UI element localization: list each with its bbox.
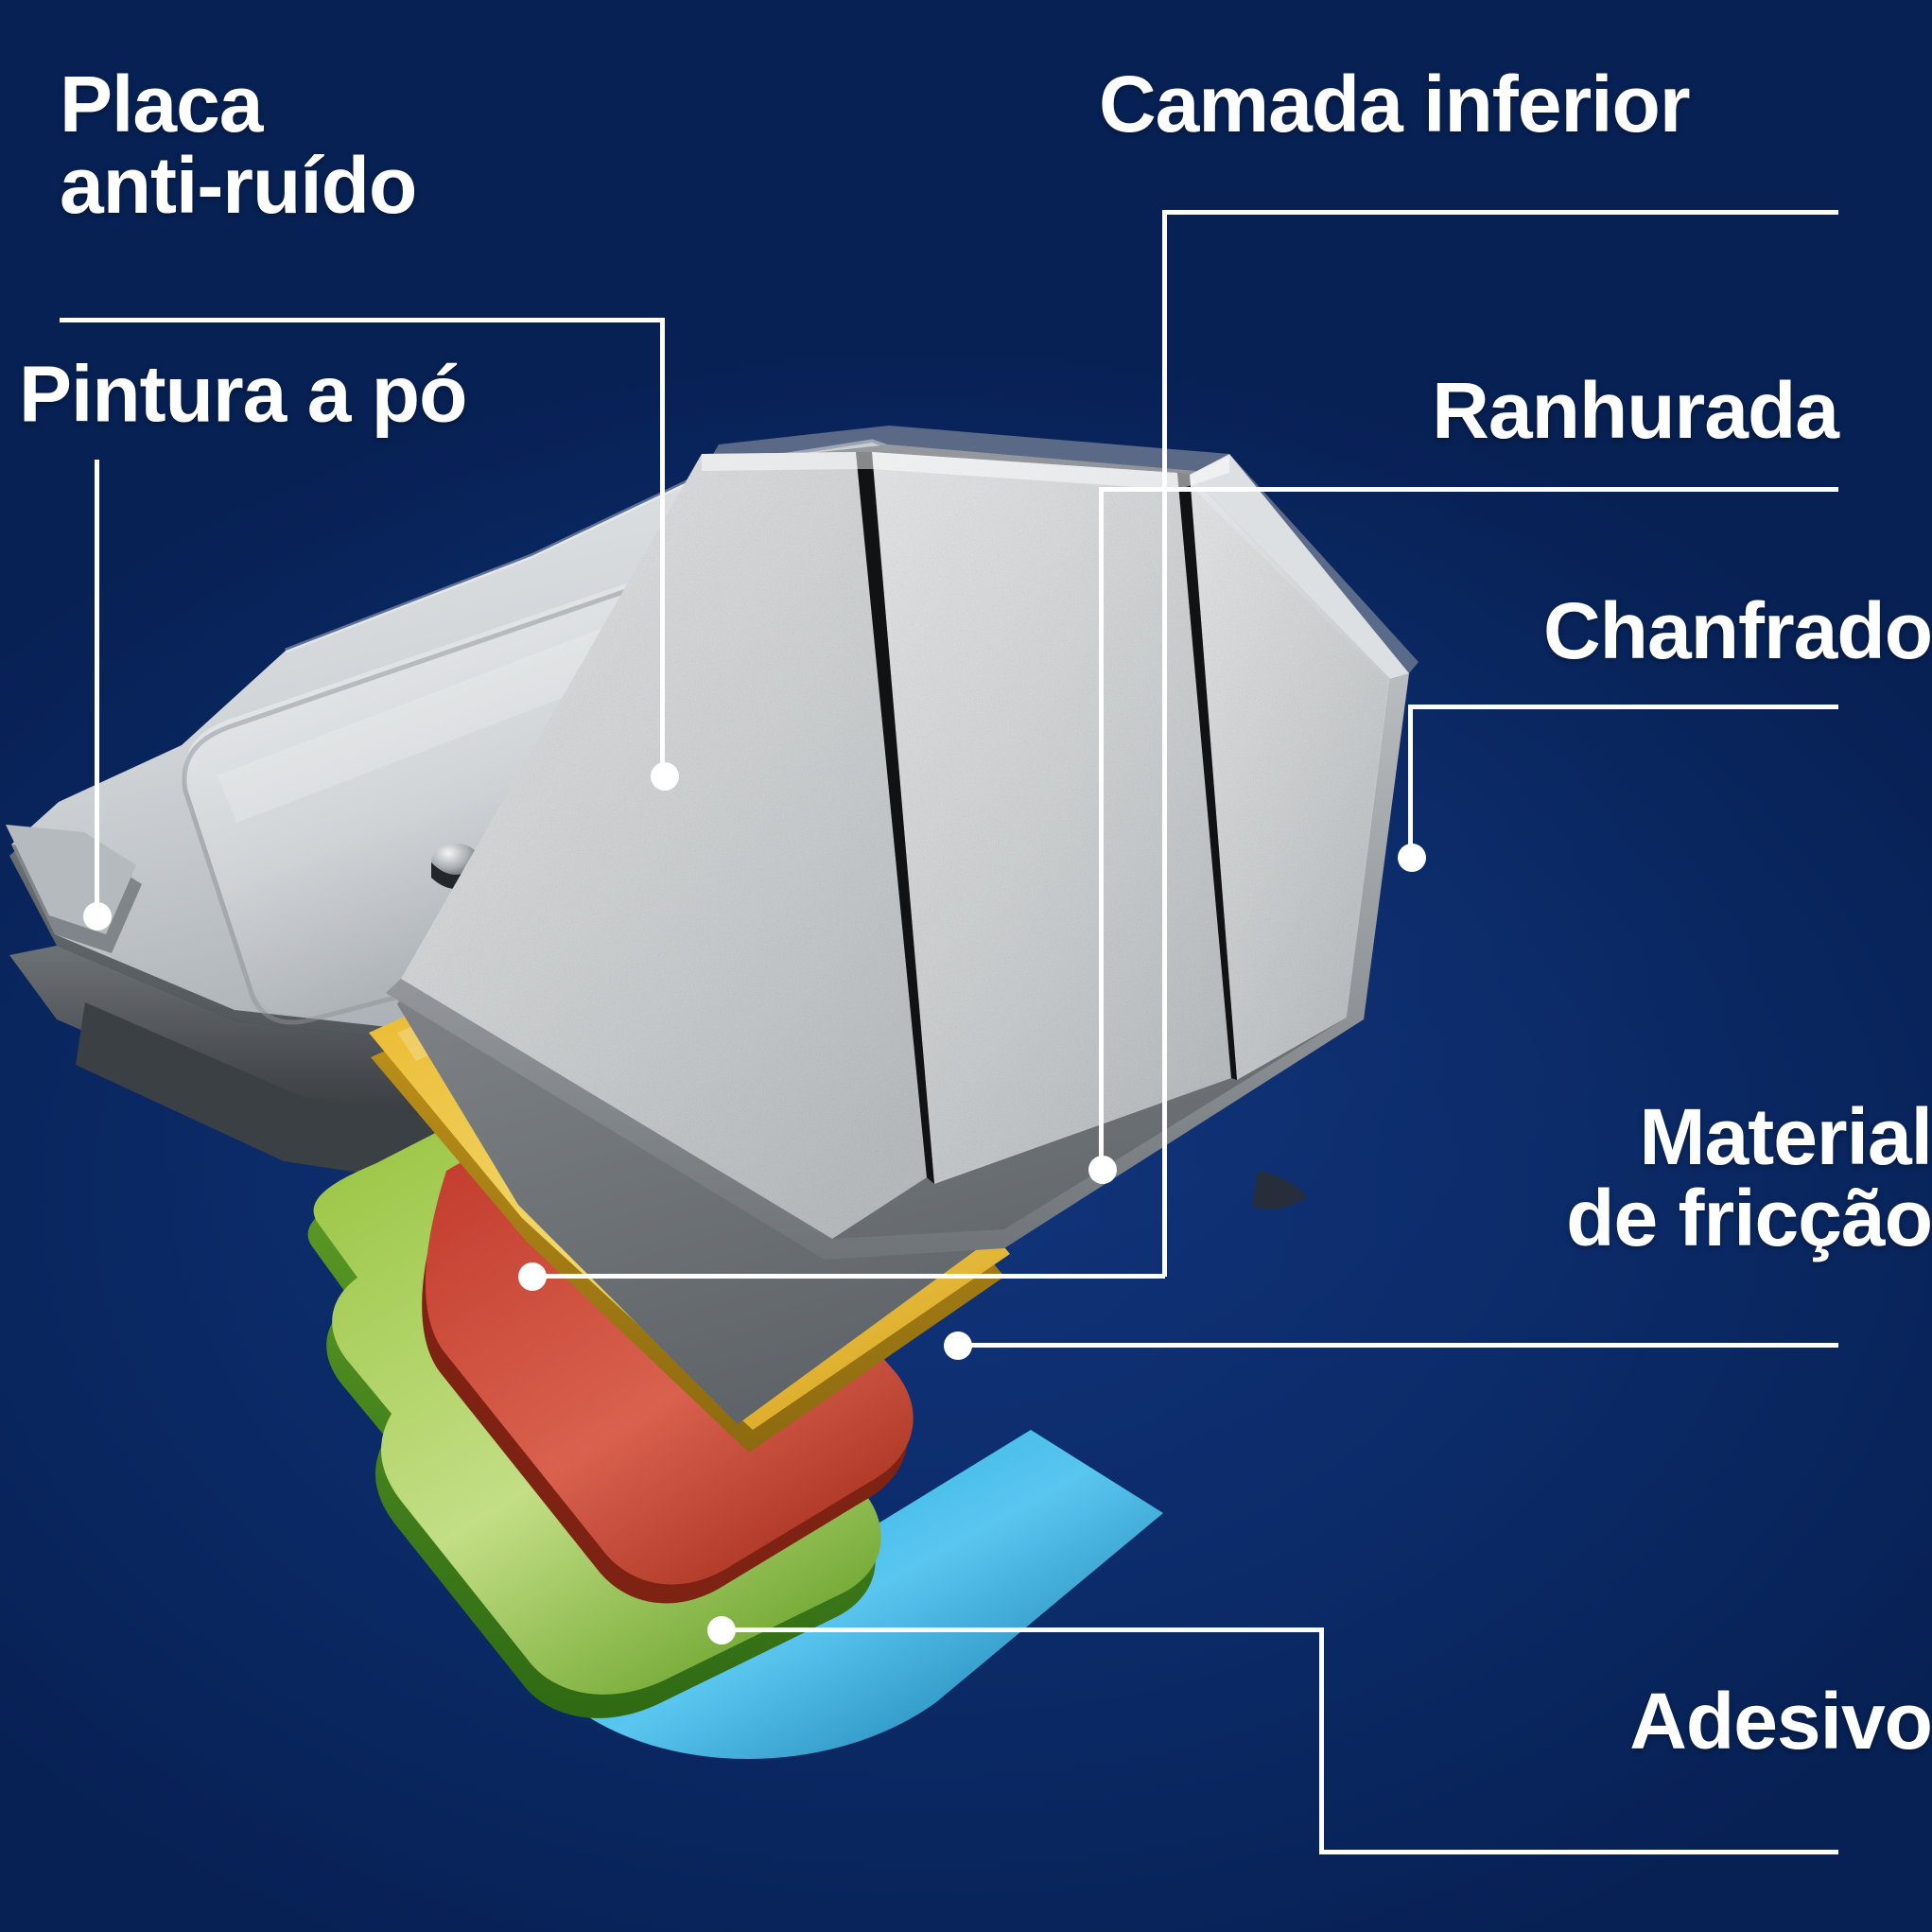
- callout-label-chanfrado: Chanfrado: [1543, 586, 1932, 675]
- leader-camada-inferior-h: [1165, 210, 1838, 215]
- groove-slot: [856, 452, 934, 1184]
- leader-placa-anti-ruido-h: [60, 318, 665, 322]
- leader-ranhurada-v: [1099, 487, 1104, 1168]
- leader-material-de-friccao-h: [955, 1343, 1838, 1348]
- leader-adesivo-v: [1319, 1627, 1324, 1853]
- callout-label-material-de-friccao: Material de fricção: [1566, 1092, 1932, 1262]
- leader-adesivo-underline: [1319, 1850, 1838, 1854]
- callout-label-placa-anti-ruido: Placa anti-ruído: [60, 60, 417, 230]
- leader-camada-inferior-h2: [530, 1274, 1165, 1279]
- endpoint-camada-inferior: [518, 1262, 547, 1291]
- leader-camada-inferior-v: [1162, 210, 1167, 1277]
- callout-label-ranhurada: Ranhurada: [1432, 366, 1839, 455]
- groove-slot: [1177, 473, 1237, 1080]
- leader-ranhurada-h: [1102, 487, 1838, 492]
- endpoint-adesivo: [707, 1616, 736, 1645]
- endpoint-ranhurada: [1088, 1156, 1117, 1184]
- leader-chanfrado-v: [1408, 705, 1413, 856]
- callout-label-pintura-a-po: Pintura a pó: [19, 349, 467, 439]
- endpoint-material-de-friccao: [944, 1332, 972, 1360]
- leader-placa-anti-ruido-v: [660, 318, 665, 781]
- endpoint-pintura-a-po: [83, 902, 112, 931]
- chamfer-top: [1190, 454, 1409, 679]
- leader-adesivo-h: [719, 1627, 1322, 1632]
- leader-chanfrado-h: [1411, 705, 1838, 709]
- layer-cyan: [567, 1430, 1163, 1759]
- endpoint-placa-anti-ruido: [651, 762, 679, 791]
- leader-pintura-a-po-v: [95, 460, 99, 919]
- callout-label-adesivo: Adesivo: [1629, 1677, 1932, 1766]
- callout-label-camada-inferior: Camada inferior: [1099, 60, 1691, 148]
- endpoint-chanfrado: [1398, 844, 1426, 872]
